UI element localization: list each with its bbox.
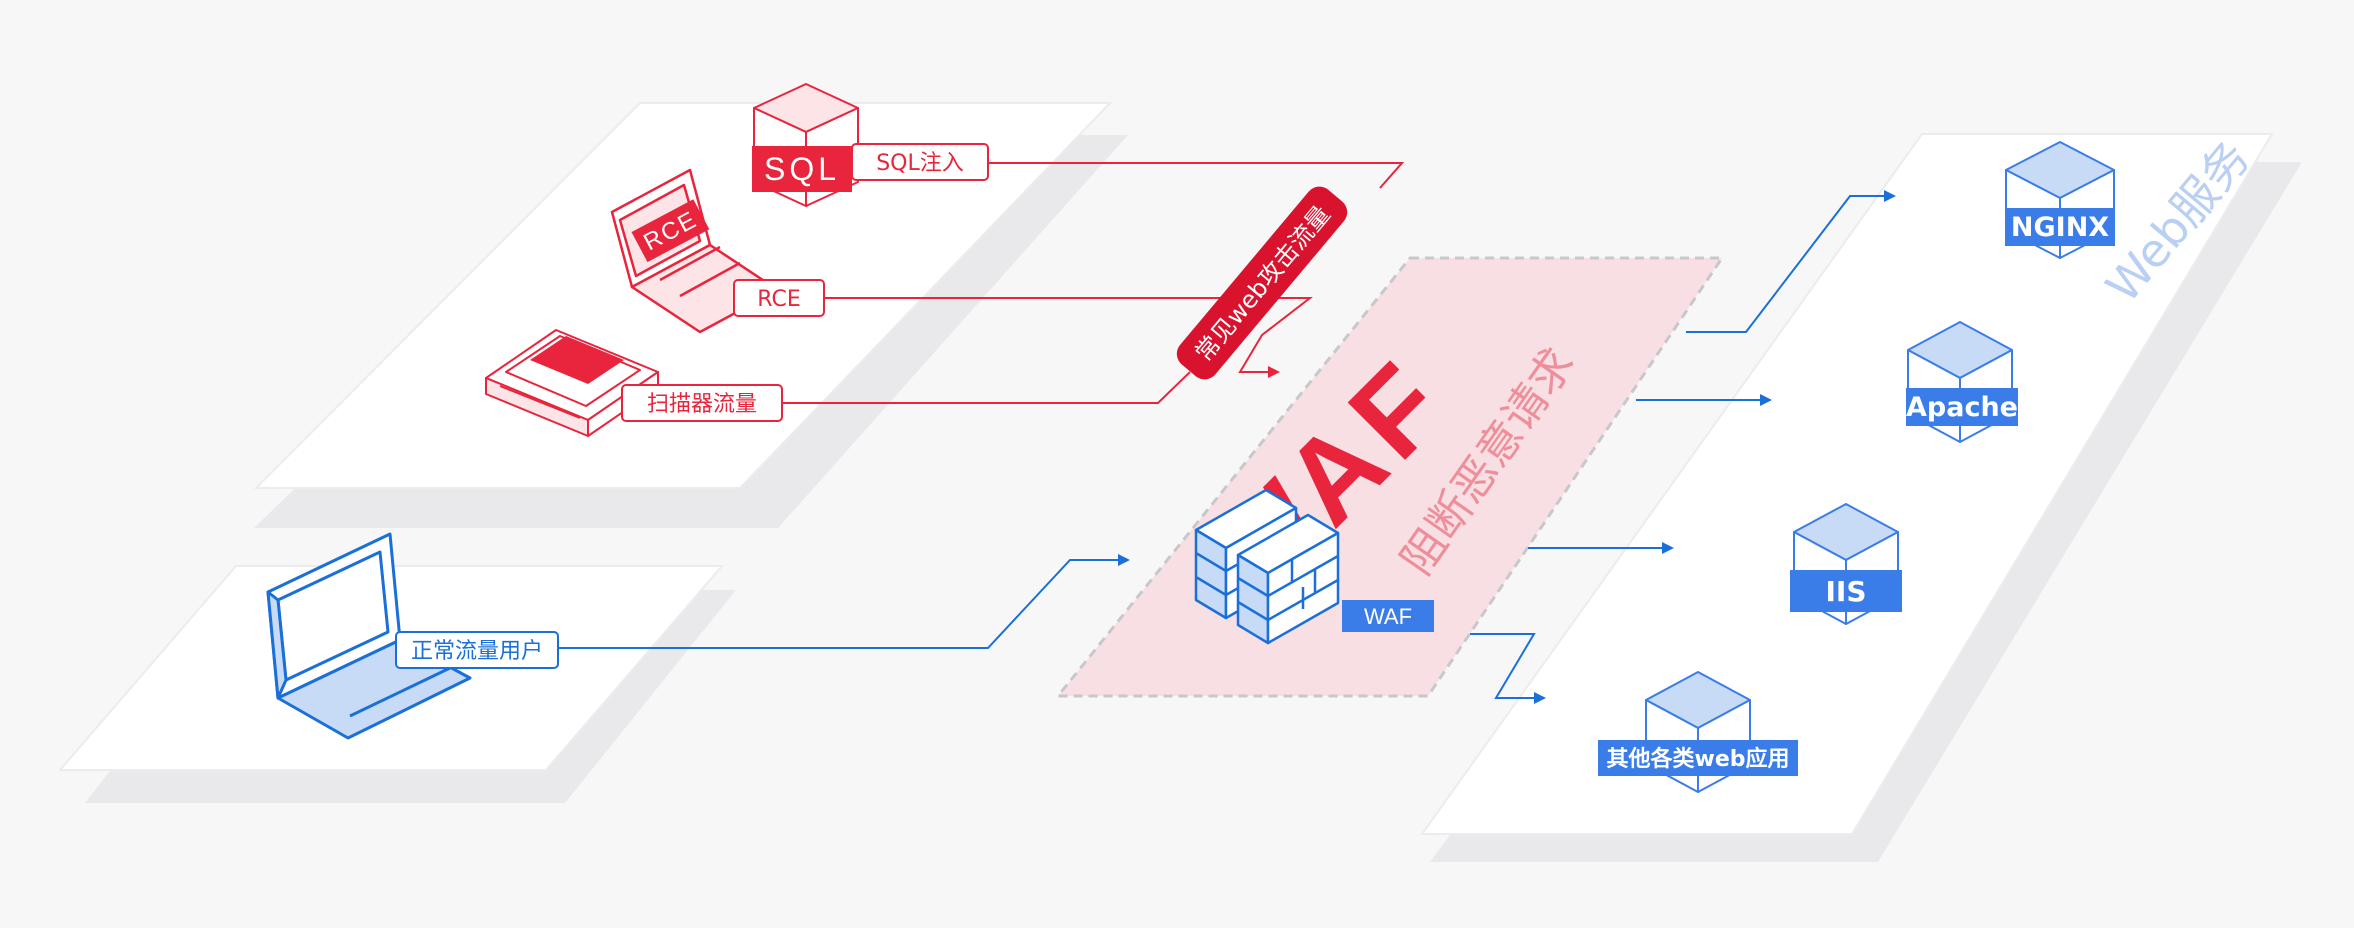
nginx-server: NGINX — [2005, 141, 2115, 259]
iis-label: IIS — [1825, 575, 1866, 608]
rce-label-text: RCE — [757, 287, 800, 312]
apache-server: Apache — [1906, 321, 2018, 443]
server-platform — [1420, 133, 2302, 862]
attack-banner: 常见web攻击流量 — [1176, 186, 1348, 380]
sql-box-text: SQL — [764, 151, 840, 187]
firewall-icon — [1194, 488, 1340, 645]
rce-label: RCE — [733, 279, 825, 317]
normal-user-label-text: 正常流量用户 — [411, 639, 543, 664]
sql-label: SQL注入 — [851, 143, 989, 181]
waf-badge: WAF — [1342, 600, 1434, 632]
apache-label: Apache — [1906, 392, 2018, 423]
other-label: 其他各类web应用 — [1607, 746, 1790, 772]
sql-label-text: SQL注入 — [876, 151, 964, 176]
scanner-label-text: 扫描器流量 — [647, 392, 757, 417]
scanner-label: 扫描器流量 — [621, 384, 783, 422]
nginx-label: NGINX — [2011, 212, 2109, 243]
attack-banner-text: 常见web攻击流量 — [1190, 200, 1336, 366]
iis-server: IIS — [1790, 503, 1902, 625]
normal-user-label: 正常流量用户 — [395, 631, 559, 669]
normal-traffic-connector — [558, 554, 1130, 649]
waf-badge-label: WAF — [1364, 604, 1412, 629]
attack-connectors — [782, 162, 1405, 404]
other-server: 其他各类web应用 — [1598, 671, 1798, 793]
sql-box: SQL — [752, 146, 852, 192]
server-connectors — [1470, 190, 1896, 704]
